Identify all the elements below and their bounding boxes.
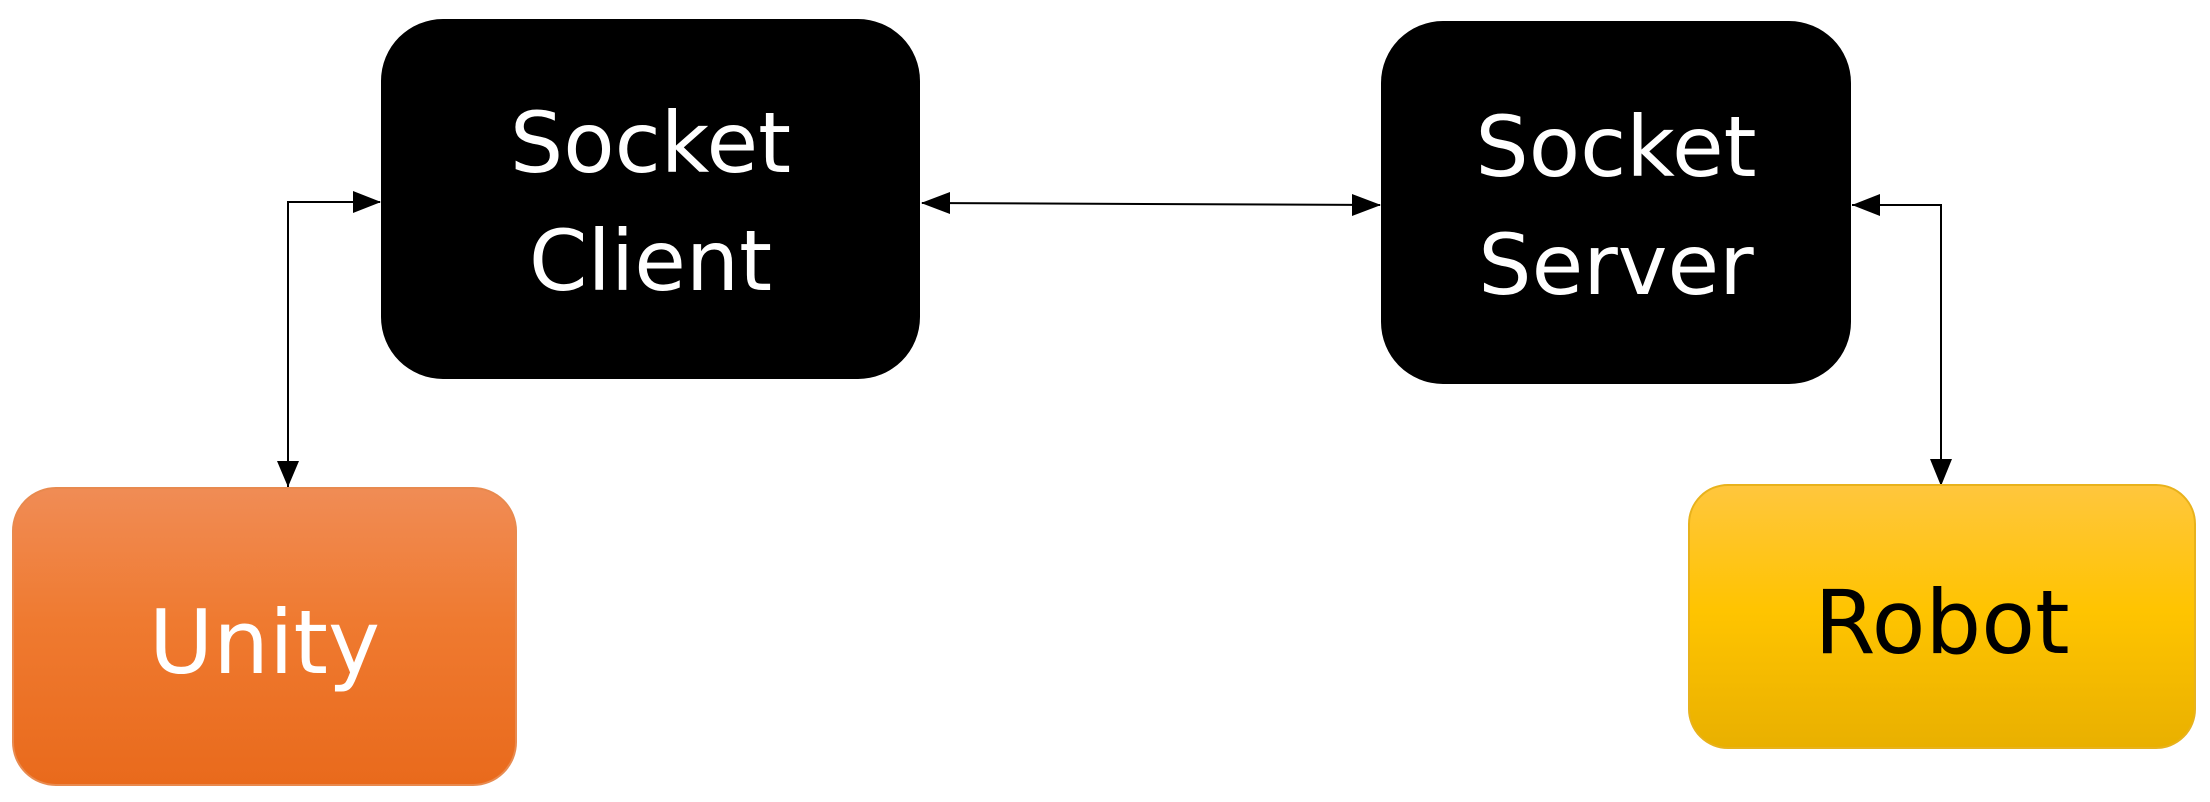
arrowhead-socket-client-right xyxy=(921,192,950,214)
arrowhead-unity xyxy=(277,461,299,487)
socket-client-node: Socket Client xyxy=(381,19,920,379)
arrowhead-socket-server-right xyxy=(1852,194,1880,216)
socket-server-label: Socket Server xyxy=(1475,97,1757,314)
edge-socket-server-robot xyxy=(1852,204,1942,485)
socket-client-label: Socket Client xyxy=(509,94,792,310)
arrowhead-socket-client-left xyxy=(353,191,381,213)
edge-socket-client-socket-server xyxy=(921,202,1381,206)
robot-node: Robot xyxy=(1688,484,2196,749)
socket-server-node: Socket Server xyxy=(1381,21,1851,384)
edge-unity-socket-client xyxy=(287,201,380,488)
unity-node: Unity xyxy=(12,487,517,786)
unity-label: Unity xyxy=(148,591,381,694)
arrowhead-socket-server-left xyxy=(1352,194,1381,216)
robot-label: Robot xyxy=(1814,571,2070,674)
arrowhead-robot xyxy=(1930,459,1952,486)
